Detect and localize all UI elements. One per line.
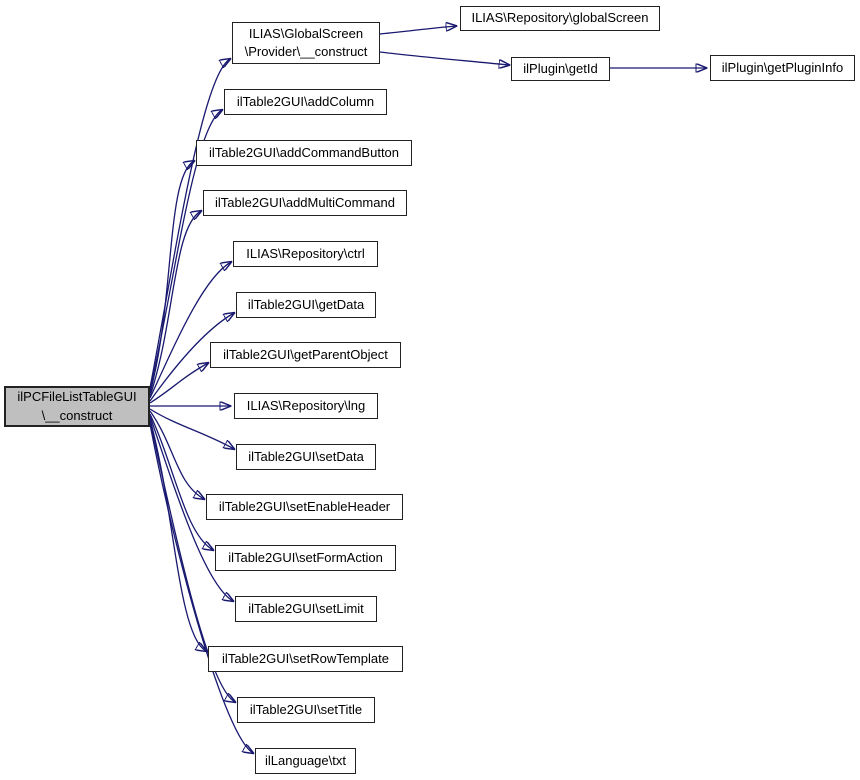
edge-main-to-addmulticommand	[149, 211, 201, 397]
edge-main-to-addcommandbutton	[149, 161, 194, 394]
edge-main-to-setrowtemplate	[149, 418, 206, 651]
node-ilias-repository-lng[interactable]: ILIAS\Repository\lng	[234, 393, 378, 419]
node-label: ilTable2GUI\setTitle	[249, 701, 363, 717]
edge-main-to-setlimit	[149, 415, 233, 601]
node-label: ilLanguage\txt	[265, 752, 346, 768]
node-label: ilPCFileListTableGUI \__construct	[17, 389, 137, 423]
edge-main-to-provider-construct	[149, 59, 230, 389]
node-iltable2gui-getdata[interactable]: ilTable2GUI\getData	[236, 292, 376, 318]
node-label: ILIAS\Repository\ctrl	[246, 245, 365, 261]
edge-provider-to-globalscreen	[379, 26, 456, 35]
edge-main-to-settitle	[149, 420, 235, 702]
node-iltable2gui-setenableheader[interactable]: ilTable2GUI\setEnableHeader	[206, 494, 403, 520]
node-label: ilTable2GUI\addMultiCommand	[215, 194, 395, 210]
node-ilplugin-getid[interactable]: ilPlugin\getId	[511, 57, 610, 81]
node-iltable2gui-settitle[interactable]: ilTable2GUI\setTitle	[237, 697, 375, 723]
edge-main-to-txt	[149, 423, 253, 753]
node-label: ilTable2GUI\addCommandButton	[208, 144, 400, 160]
node-iltable2gui-addcommandbutton[interactable]: ilTable2GUI\addCommandButton	[196, 140, 412, 166]
node-ilias-repository-ctrl[interactable]: ILIAS\Repository\ctrl	[233, 241, 378, 267]
node-label: ilTable2GUI\setEnableHeader	[218, 498, 391, 514]
edge-main-to-ctrl	[149, 262, 231, 399]
node-label: ilTable2GUI\getParentObject	[223, 346, 388, 362]
node-label: ilTable2GUI\setData	[248, 448, 364, 464]
node-label: ILIAS\GlobalScreen \Provider\__construct	[244, 25, 368, 59]
node-label: ilTable2GUI\setFormAction	[228, 549, 383, 565]
node-label: ilTable2GUI\setLimit	[248, 600, 364, 616]
node-iltable2gui-setrowtemplate[interactable]: ilTable2GUI\setRowTemplate	[208, 646, 403, 672]
node-label: ILIAS\Repository\globalScreen	[471, 10, 649, 26]
node-label: ilTable2GUI\addColumn	[236, 93, 375, 109]
node-ilplugin-getplugininfo[interactable]: ilPlugin\getPluginInfo	[710, 55, 855, 81]
node-iltable2gui-getparentobject[interactable]: ilTable2GUI\getParentObject	[210, 342, 401, 368]
node-label: ilTable2GUI\getData	[247, 296, 365, 312]
edge-main-to-setformaction	[149, 413, 213, 550]
edge-main-to-getdata	[149, 313, 234, 402]
node-iltable2gui-setdata[interactable]: ilTable2GUI\setData	[236, 444, 376, 470]
node-label: ilTable2GUI\setRowTemplate	[222, 650, 389, 666]
node-label: ilPlugin\getPluginInfo	[721, 59, 844, 75]
edge-main-to-setdata	[149, 408, 234, 449]
edge-provider-to-getid	[379, 51, 509, 65]
node-iltable2gui-addcolumn[interactable]: ilTable2GUI\addColumn	[224, 89, 387, 115]
node-label: ilPlugin\getId	[523, 60, 598, 76]
node-ilpcfilelisttablegui-construct: ilPCFileListTableGUI \__construct	[4, 386, 150, 427]
node-label: ILIAS\Repository\lng	[246, 397, 366, 413]
node-illanguage-txt[interactable]: ilLanguage\txt	[255, 748, 356, 774]
node-ilias-globalscreen-provider-construct[interactable]: ILIAS\GlobalScreen \Provider\__construct	[232, 22, 380, 64]
edge-main-to-getparentobject	[149, 363, 208, 404]
node-iltable2gui-setformaction[interactable]: ilTable2GUI\setFormAction	[215, 545, 396, 571]
edge-main-to-setenableheader	[149, 410, 204, 499]
node-iltable2gui-addmulticommand[interactable]: ilTable2GUI\addMultiCommand	[203, 190, 407, 216]
node-iltable2gui-setlimit[interactable]: ilTable2GUI\setLimit	[235, 596, 377, 622]
node-ilias-repository-globalscreen[interactable]: ILIAS\Repository\globalScreen	[460, 6, 660, 31]
